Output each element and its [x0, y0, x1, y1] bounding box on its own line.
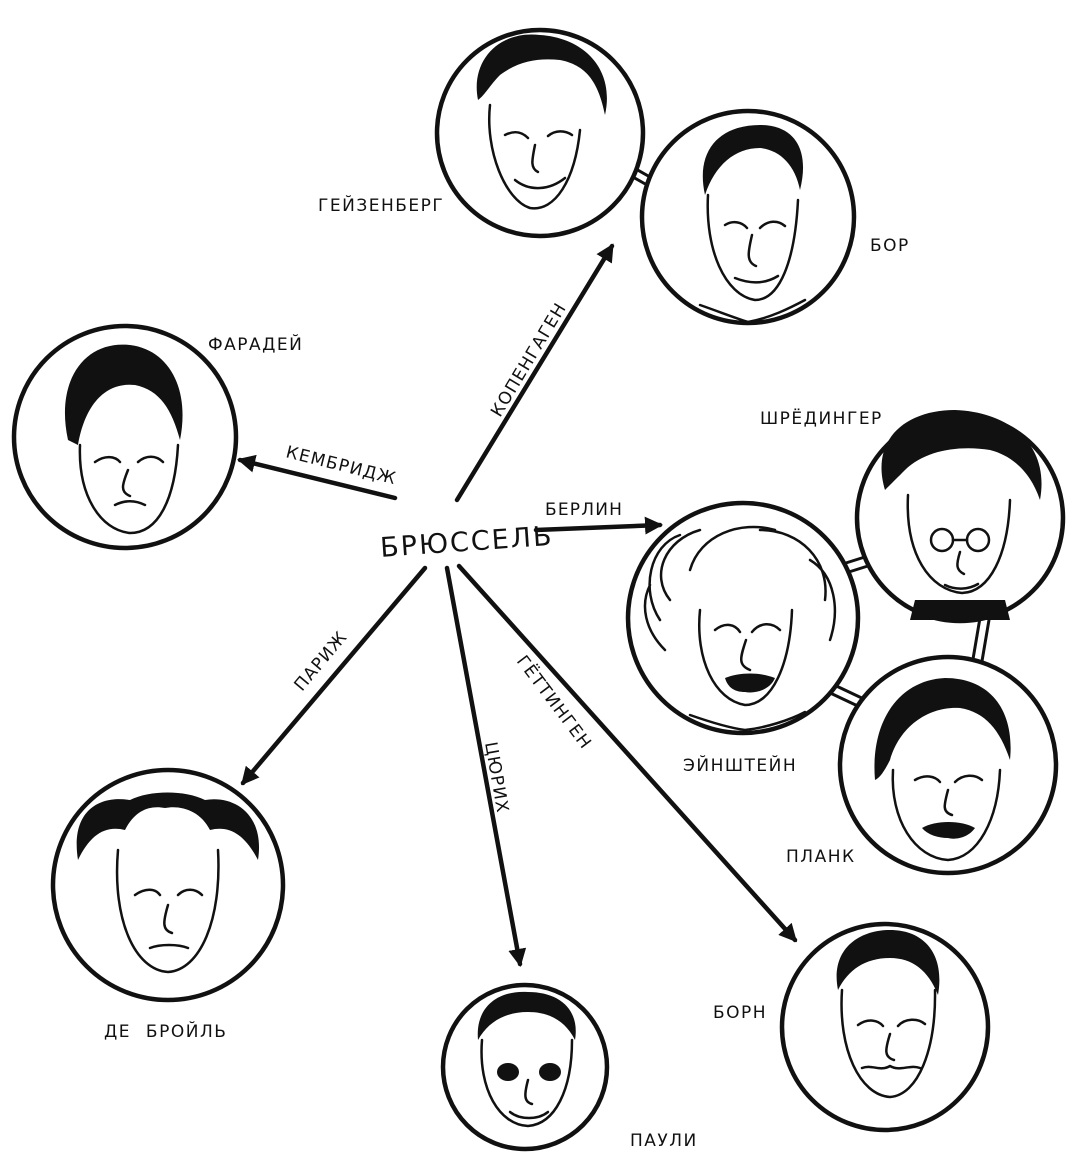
schrodinger-hair [881, 410, 1042, 500]
scientist-name-bohr: БОР [870, 236, 910, 256]
route-label-cambridge: КЕМБРИДЖ [284, 442, 399, 489]
portrait-planck [837, 654, 1059, 876]
pauli-hair [477, 991, 576, 1040]
portrait-schrodinger [854, 410, 1066, 624]
portrait-born [779, 921, 991, 1133]
center-label-brussels: БРЮССЕЛЬ [379, 521, 554, 564]
edge-zurich [444, 565, 527, 967]
portrait-debroglie [50, 767, 286, 1003]
scientist-name-pauli: ПАУЛИ [630, 1131, 698, 1151]
scientist-name-born: БОРН [713, 1003, 767, 1023]
faraday-hair [64, 344, 183, 445]
portrait-heisenberg [434, 27, 646, 239]
scientist-name-faraday: ФАРАДЕЙ [208, 333, 303, 355]
portrait-bohr [639, 108, 857, 326]
edge-gottingen [456, 563, 798, 943]
heisenberg-hair [476, 34, 607, 115]
scientist-name-heisenberg: ГЕЙЗЕНБЕРГ [318, 194, 444, 216]
born-hair [836, 930, 940, 995]
planck-hair [874, 678, 1011, 780]
einstein-hair [643, 525, 837, 652]
edge-cambridge [237, 454, 398, 501]
debroglie-hair [76, 792, 260, 860]
edge-berlin [533, 516, 663, 535]
bohr-hair [702, 125, 804, 195]
route-label-copenhagen: КОПЕНГАГЕН [487, 299, 571, 420]
route-label-paris: ПАРИЖ [291, 627, 352, 695]
portrait-faraday [11, 323, 239, 551]
portrait-pauli [440, 982, 610, 1152]
edge-paris [240, 565, 428, 786]
scientist-name-einstein: ЭЙНШТЕЙН [683, 754, 797, 776]
scientist-name-planck: ПЛАНК [786, 847, 856, 867]
scientist-name-schrodinger: ШРЁДИНГЕР [760, 408, 883, 429]
scientist-name-debroglie: ДЕ БРОЙЛЬ [104, 1020, 227, 1042]
edge-copenhagen [454, 243, 615, 503]
route-label-berlin: БЕРЛИН [545, 500, 623, 520]
portrait-einstein [625, 500, 861, 736]
